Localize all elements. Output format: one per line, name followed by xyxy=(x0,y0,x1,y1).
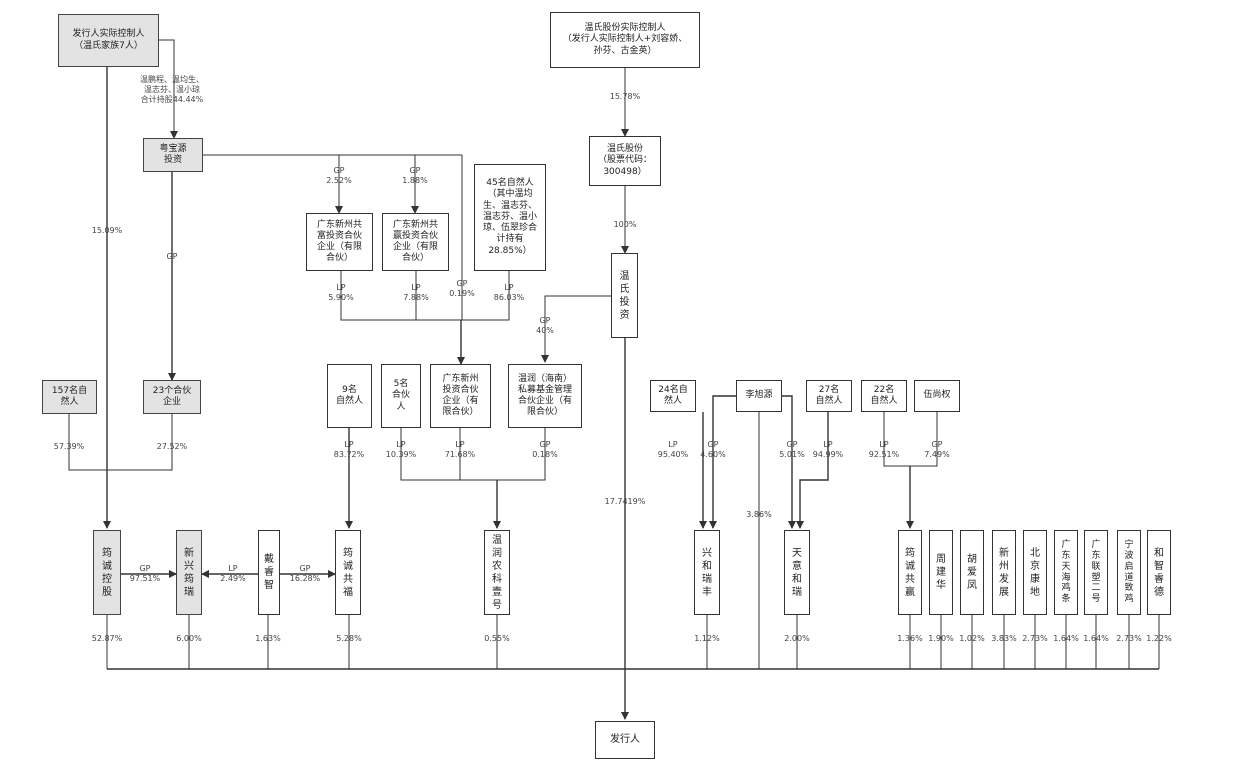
hezhi-ruide-box: 和 智 睿 德 xyxy=(1147,530,1171,615)
label-lp-95-40: LP 95.40% xyxy=(657,440,689,459)
pct-xinxing-yunrui: 6.00% xyxy=(176,634,202,643)
wens-controller-box: 温氏股份实际控制人 （发行人实际控制人+刘容娇、 孙芬、古金英） xyxy=(550,12,700,68)
label-100: 100% xyxy=(613,220,637,229)
zhou-jianhua-box: 周 建 华 xyxy=(929,530,953,615)
pct-wenrun-nongke: 0.55% xyxy=(484,634,510,643)
gd-tianhai-box: 广 东 天 海 鸡 条 xyxy=(1054,530,1078,615)
label-lp-71-68: LP 71.68% xyxy=(444,440,476,459)
pct-gd-tianhai: 1.64% xyxy=(1053,634,1079,643)
pct-ningbo-qidao: 2.73% xyxy=(1116,634,1142,643)
natural-persons-9-box: 9名 自然人 xyxy=(327,364,372,428)
label-gp-5-01: GP 5.01% xyxy=(779,440,805,459)
pct-yuncheng-gongfu: 5.28% xyxy=(336,634,362,643)
pct-xinghe-ruifeng: 1.12% xyxy=(694,634,720,643)
label-lp-83-72: LP 83.72% xyxy=(333,440,365,459)
natural-persons-27-box: 27名 自然人 xyxy=(806,380,852,412)
pct-dai-ruizhi: 1.63% xyxy=(255,634,281,643)
yuncheng-gongfu-box: 筠 诚 共 福 xyxy=(335,530,361,615)
pct-hezhi-ruide: 1.22% xyxy=(1146,634,1172,643)
pct-xinzhou-fazhan: 3.83% xyxy=(991,634,1017,643)
label-gp-16-28: GP 16.28% xyxy=(289,564,321,583)
li-xuyuan-box: 李旭源 xyxy=(736,380,782,412)
label-15-09: 15.09% xyxy=(91,226,123,235)
issuer-box: 发行人 xyxy=(595,721,655,759)
yuncheng-holding-box: 筠 诚 控 股 xyxy=(93,530,121,615)
label-gp-97-51: GP 97.51% xyxy=(129,564,161,583)
label-gp-0-18: GP 0.18% xyxy=(532,440,558,459)
natural-persons-24-box: 24名自 然人 xyxy=(650,380,696,412)
label-lp-10-39: LP 10.39% xyxy=(385,440,417,459)
label-gp-1-88: GP 1.88% xyxy=(402,166,428,185)
partners-5-box: 5名 合伙 人 xyxy=(381,364,421,428)
yuncheng-gongyuan-box: 筠 诚 共 赢 xyxy=(898,530,922,615)
label-gp-2-52: GP 2.52% xyxy=(326,166,352,185)
label-lp-2-49: LP 2.49% xyxy=(220,564,246,583)
yuebaoyuan-box: 粤宝源 投资 xyxy=(143,138,203,172)
ningbo-qidao-box: 宁 波 启 道 致 鸡 xyxy=(1117,530,1141,615)
label-gp-4-60: GP 4.60% xyxy=(700,440,726,459)
beijing-kangdi-box: 北 京 康 地 xyxy=(1023,530,1047,615)
pct-hu-aifeng: 1.02% xyxy=(959,634,985,643)
label-17-7419: 17.7419% xyxy=(604,497,646,506)
family-holding-label: 温鹏程、温均生、 温志芬、温小琼 合计持股44.44% xyxy=(140,75,204,104)
label-15-78: 15.78% xyxy=(609,92,641,101)
pct-yuncheng-gongyuan: 1.36% xyxy=(897,634,923,643)
label-gp-23: GP xyxy=(166,252,178,261)
wenrun-nongke-box: 温 润 农 科 壹 号 xyxy=(484,530,510,615)
wu-shangquan-box: 伍尚权 xyxy=(914,380,960,412)
label-3-86: 3.86% xyxy=(746,510,772,519)
pct-gd-lianyu: 1.64% xyxy=(1083,634,1109,643)
label-lp-5-90: LP 5.90% xyxy=(328,283,354,302)
label-gp-7-49: GP 7.49% xyxy=(924,440,950,459)
xinxing-yunrui-box: 新 兴 筠 瑞 xyxy=(176,530,202,615)
xinzhou-investment-box: 广东新州 投资合伙 企业（有 限合伙） xyxy=(430,364,491,428)
label-lp-86-03: LP 86.03% xyxy=(493,283,525,302)
natural-persons-22-box: 22名 自然人 xyxy=(861,380,907,412)
label-gp-40: GP 40% xyxy=(536,316,554,335)
gongying-partnership-box: 广东新州共 赢投资合伙 企业（有限 合伙） xyxy=(382,213,449,271)
gongfu-partnership-box: 广东新州共 富投资合伙 企业（有限 合伙） xyxy=(306,213,373,271)
label-lp-92-51: LP 92.51% xyxy=(868,440,900,459)
actual-controller-box: 发行人实际控制人 （温氏家族7人） xyxy=(58,14,159,67)
label-gp-0-19: GP 0.19% xyxy=(449,279,475,298)
pct-beijing-kangdi: 2.73% xyxy=(1022,634,1048,643)
label-lp-94-99: LP 94.99% xyxy=(812,440,844,459)
wens-stock-box: 温氏股份 （股票代码： 300498） xyxy=(589,136,661,186)
label-lp-7-88: LP 7.88% xyxy=(403,283,429,302)
partnerships-23-box: 23个合伙 企业 xyxy=(143,380,201,414)
xinzhou-fazhan-box: 新 州 发 展 xyxy=(992,530,1016,615)
pct-zhou-jianhua: 1.90% xyxy=(928,634,954,643)
pct-yuncheng-holding: 52.87% xyxy=(91,634,123,643)
natural-persons-157-box: 157名自 然人 xyxy=(42,380,97,414)
wens-investment-box: 温 氏 投 资 xyxy=(611,253,638,338)
natural-persons-45-box: 45名自然人 （其中温均 生、温志芬、 温志芬、温小 琼、伍翠珍合 计持有 28… xyxy=(474,164,546,271)
xinghe-ruifeng-box: 兴 和 瑞 丰 xyxy=(694,530,720,615)
dai-ruizhi-box: 戴 睿 智 xyxy=(258,530,280,615)
tianyi-herui-box: 天 意 和 瑞 xyxy=(784,530,810,615)
wenrun-fund-box: 温润（海南） 私募基金管理 合伙企业（有 限合伙） xyxy=(508,364,582,428)
hu-aifeng-box: 胡 爱 凤 xyxy=(960,530,984,615)
gd-lianyu-box: 广 东 联 塑 二 号 xyxy=(1084,530,1108,615)
pct-tianyi-herui: 2.00% xyxy=(784,634,810,643)
label-27-52: 27.52% xyxy=(156,442,188,451)
label-57-39: 57.39% xyxy=(53,442,85,451)
